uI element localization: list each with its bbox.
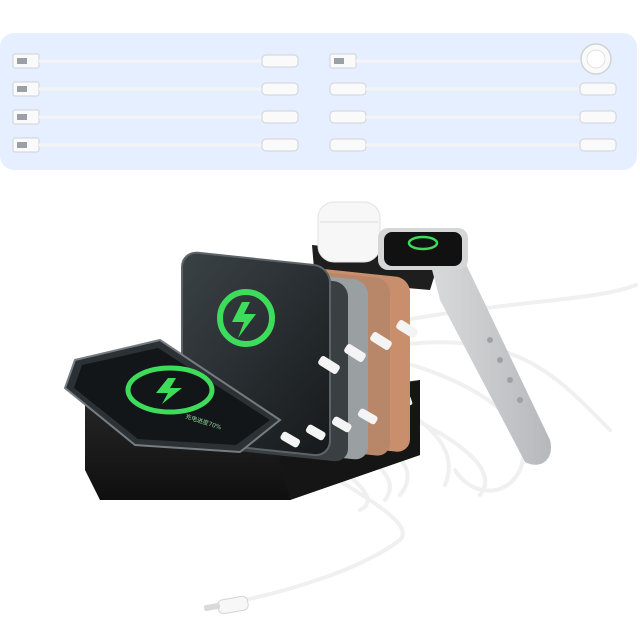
cable-set-illustration [12,43,617,153]
cable-right-3 [329,110,617,124]
wireless-charging-ring-icon [217,289,275,347]
upright-phones [181,251,410,462]
usb-c-plug-icon [261,138,299,152]
cable-accessory-panel [0,33,637,170]
usb-c-plug-icon [261,54,299,68]
smart-watch [378,228,551,465]
lightning-bolt-icon [232,302,256,338]
cable-left-3 [12,109,299,125]
lightning-plug-icon [203,595,249,615]
usb-c-plug-icon [579,110,617,124]
earbuds-case [317,201,381,263]
watch-charging-ring-icon [407,235,439,251]
cable-right-4 [329,138,617,152]
usb-c-plug-icon [579,82,617,96]
charging-cables [243,283,638,602]
usb-c-plug-icon [261,110,299,124]
cable-left-1 [12,53,299,69]
cable-left-2 [12,81,299,97]
cable-left-4 [12,137,299,153]
lightning-bolt-icon [156,378,182,404]
cable-plugs [280,320,418,448]
flat-wireless-charging-ring-icon [125,365,215,415]
flat-phone: 充电进度70% [63,338,282,454]
cable-right-1 [329,43,612,75]
cable-right-2 [329,82,617,96]
usb-c-plug-icon [579,138,617,152]
usb-c-plug-icon [261,82,299,96]
